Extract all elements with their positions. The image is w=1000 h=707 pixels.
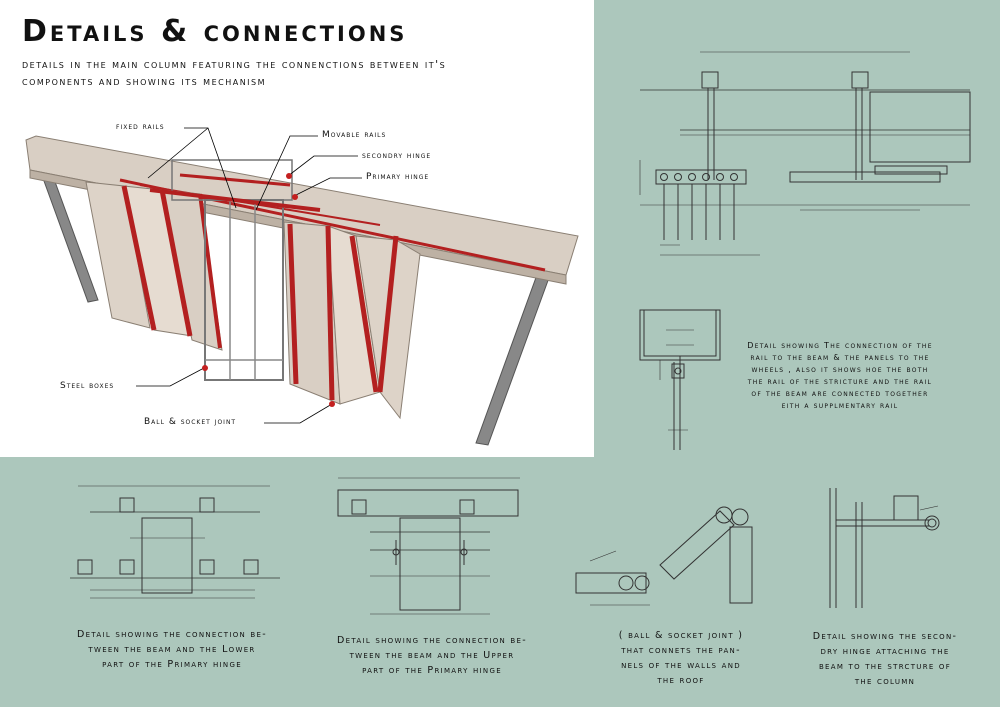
caption-rail-detail: Detail showing The connection of the rai…: [747, 341, 933, 410]
stone-beam: [26, 136, 578, 275]
detail-drawing-secondary-hinge: [820, 488, 960, 618]
page-subtitle: details in the main column featuring the…: [22, 58, 447, 88]
leader-ball-socket: [264, 404, 332, 423]
steel-box-frame: [205, 200, 283, 380]
leader-secondry-hinge: [288, 156, 358, 176]
leader-steel-boxes: [136, 368, 204, 386]
caption-upper-hinge: Detail showing the connection be- tween …: [337, 635, 527, 676]
right-column: [476, 272, 550, 445]
leader-movable-rails: [256, 136, 318, 210]
label-movable-rails: Movable rails: [322, 130, 387, 140]
label-steel-boxes: Steel boxes: [60, 381, 115, 391]
caption-ball-joint: ( ball & socket joint ) that connets the…: [618, 630, 744, 686]
label-primary-hinge: Primary hinge: [366, 172, 430, 182]
left-panel-1: [86, 182, 150, 328]
page-title: Details & connections: [22, 14, 408, 49]
caption-lower-hinge: Detail showing the connection be- tween …: [77, 629, 267, 670]
label-fixed-rails: fixed rails: [116, 122, 165, 132]
label-ball-socket: Ball & socket joint: [144, 417, 237, 427]
column-3d-illustration: [0, 0, 594, 457]
detail-drawing-lower-hinge: [70, 478, 290, 618]
detail-drawing-rail-plan: [620, 40, 990, 270]
detail-drawing-ball-socket: [570, 495, 770, 615]
detail-drawing-upper-hinge: [330, 470, 540, 620]
label-secondry-hinge: secondry hinge: [362, 151, 432, 161]
detail-drawing-rail-section: [630, 300, 730, 460]
leader-primary-hinge: [294, 178, 362, 196]
caption-secondary-hinge: Detail showing the secon- dry hinge atta…: [812, 631, 958, 687]
